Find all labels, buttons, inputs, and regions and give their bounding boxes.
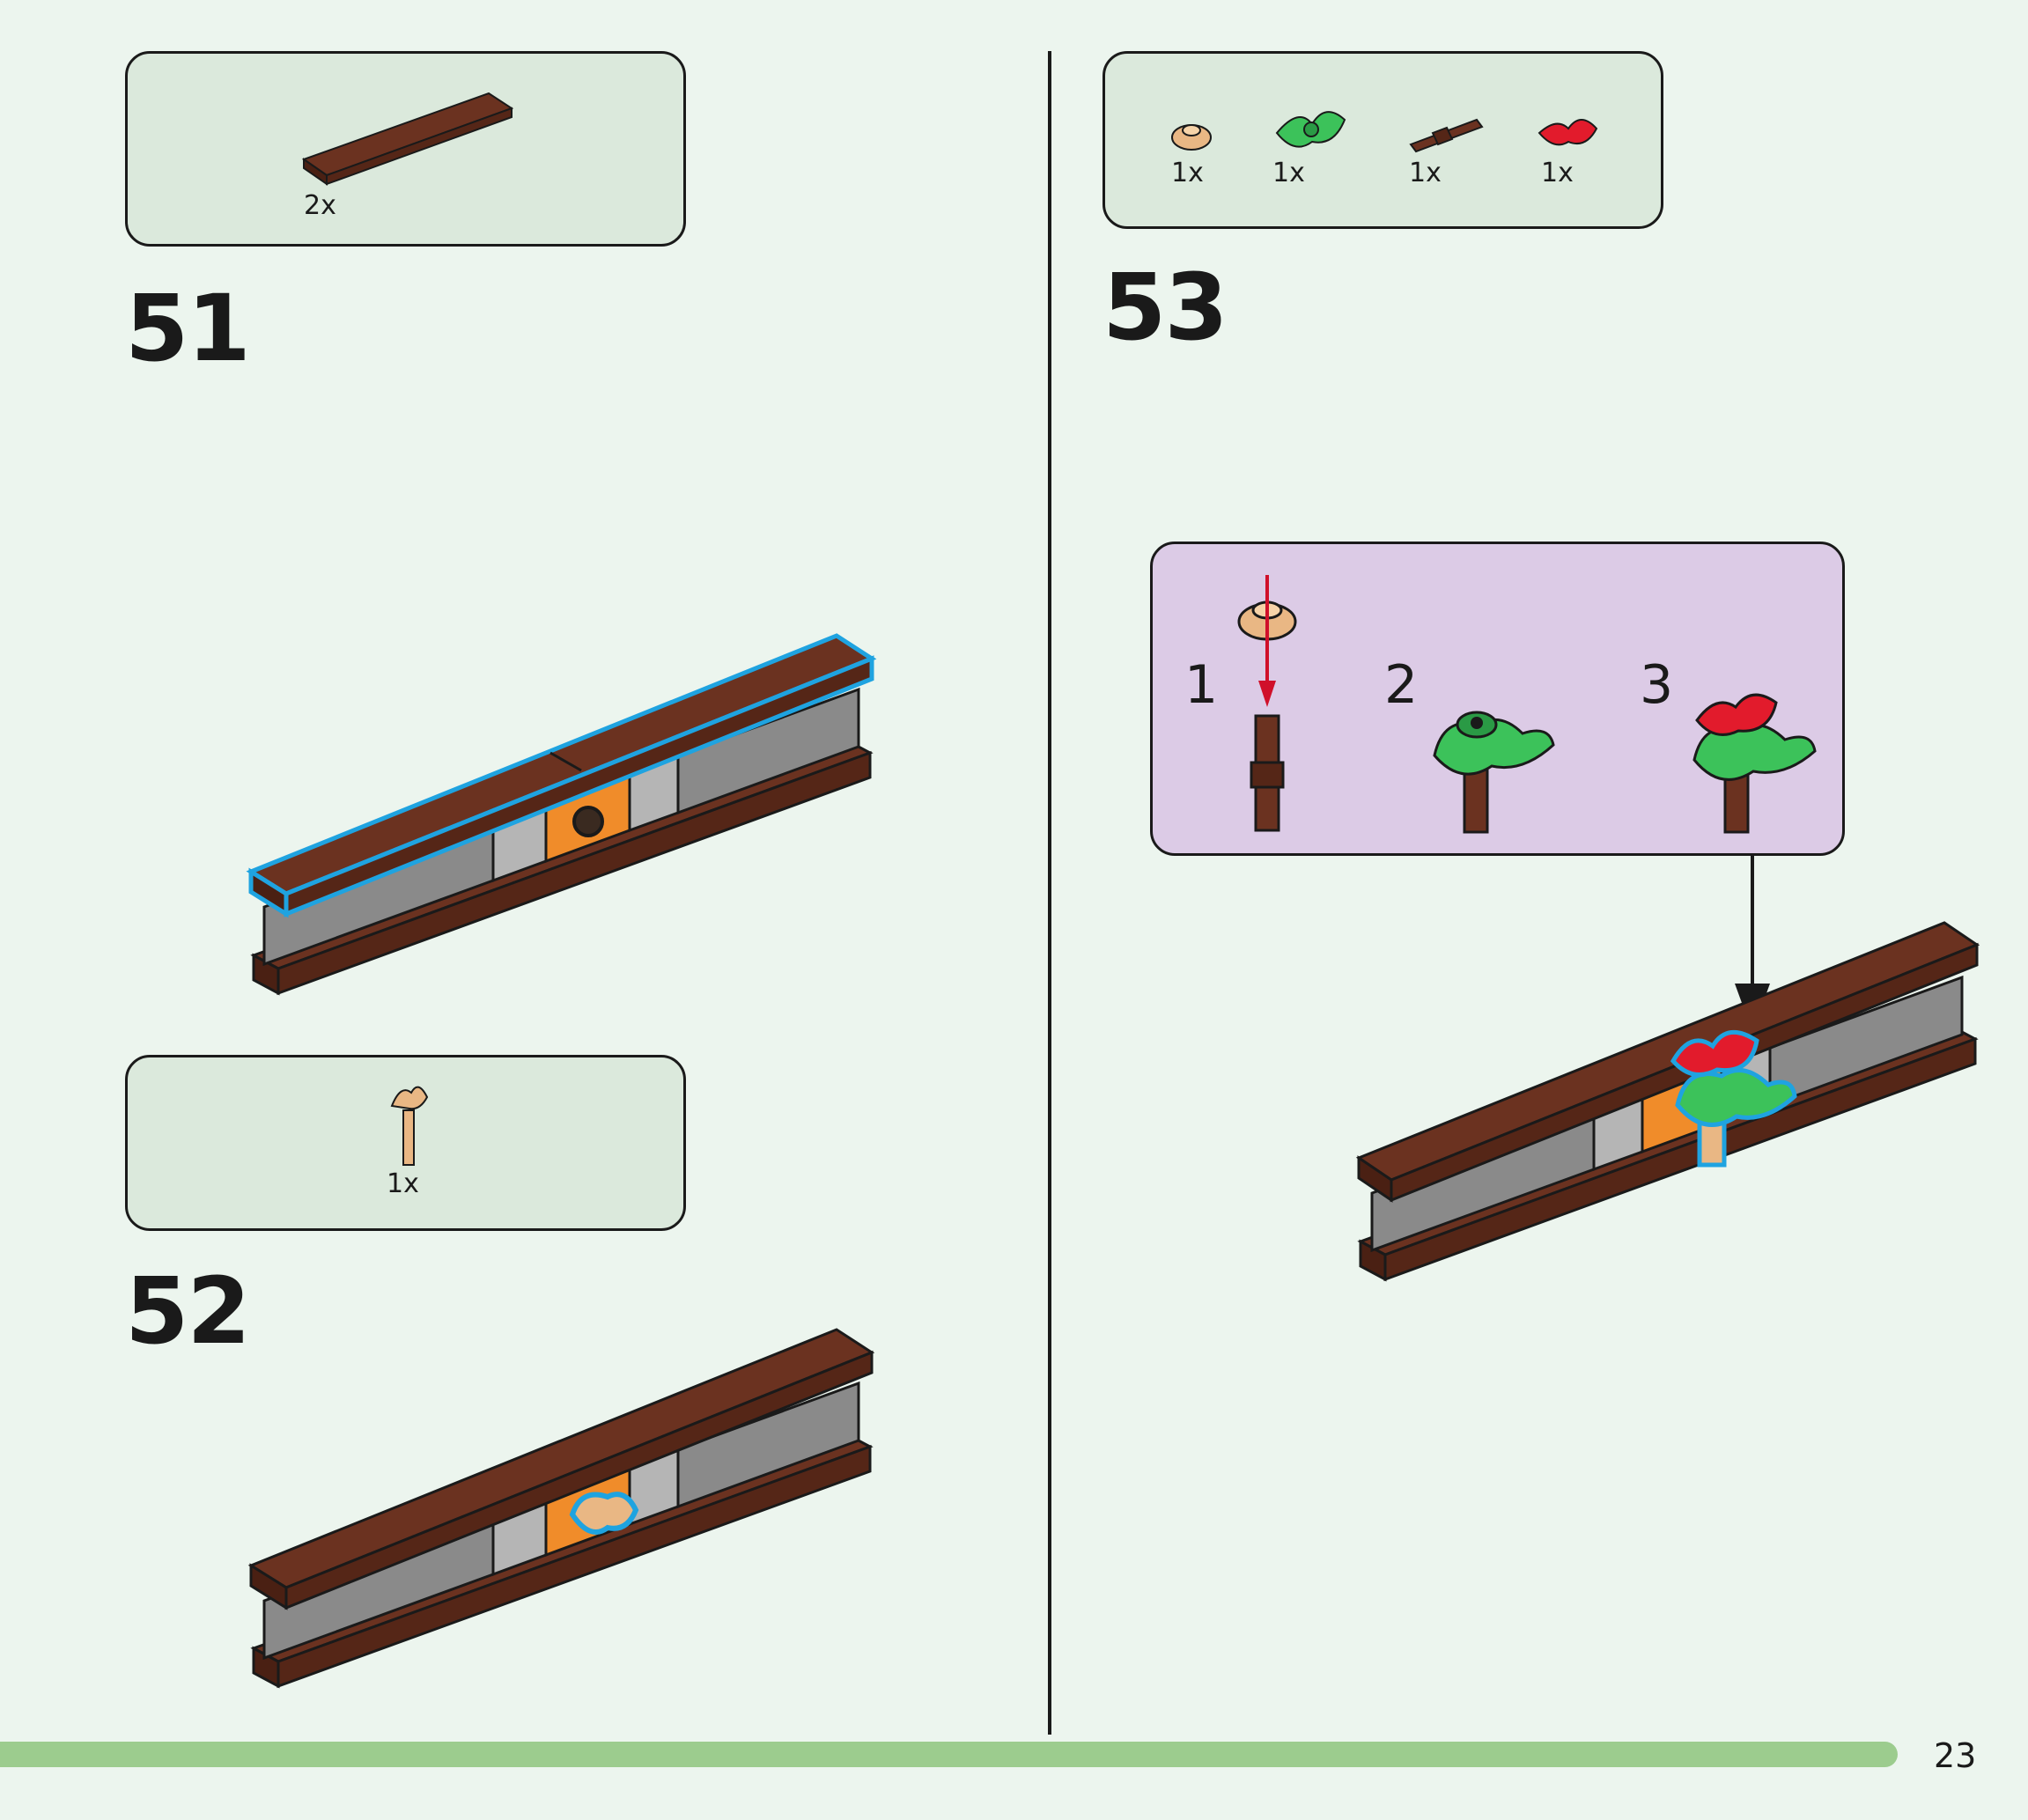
progress-bar xyxy=(0,1742,1898,1767)
page-number: 23 xyxy=(1934,1736,1976,1775)
